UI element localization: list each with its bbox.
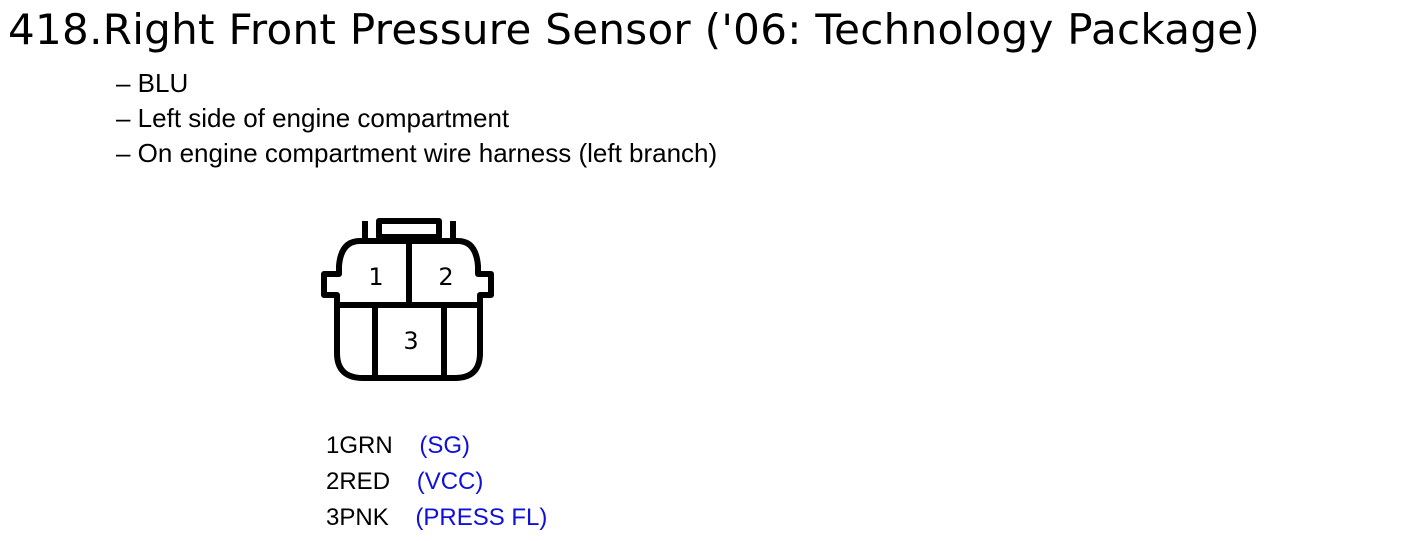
pin-function: (SG): [419, 432, 471, 459]
pin-row: 1GRN (SG): [326, 428, 547, 464]
page-title: 418.Right Front Pressure Sensor ('06: Te…: [8, 5, 1261, 54]
connector-housing: [321, 238, 494, 381]
cavity-2-label: 2: [438, 263, 453, 291]
pin-wire: 2RED: [326, 468, 391, 495]
detail-color: – BLU: [116, 68, 189, 98]
pin-row: 3PNK (PRESS FL): [326, 500, 547, 536]
pin-wire: 3PNK: [326, 504, 389, 531]
detail-harness: – On engine compartment wire harness (le…: [116, 138, 718, 168]
pin-function: (PRESS FL): [415, 504, 548, 531]
connector-latch: [362, 218, 456, 240]
pin-function: (VCC): [416, 468, 484, 495]
cavity-1-label: 1: [368, 263, 383, 291]
connector-details-list: – BLU – Left side of engine compartment …: [116, 66, 717, 171]
pin-row: 2RED (VCC): [326, 464, 547, 500]
detail-location: – Left side of engine compartment: [116, 103, 510, 133]
pin-wire: 1GRN: [326, 432, 393, 459]
cavity-3-label: 3: [403, 327, 418, 355]
pin-assignment-list: 1GRN (SG) 2RED (VCC) 3PNK (PRESS FL): [326, 428, 547, 536]
connector-face-diagram: 1 2 3: [321, 218, 494, 381]
